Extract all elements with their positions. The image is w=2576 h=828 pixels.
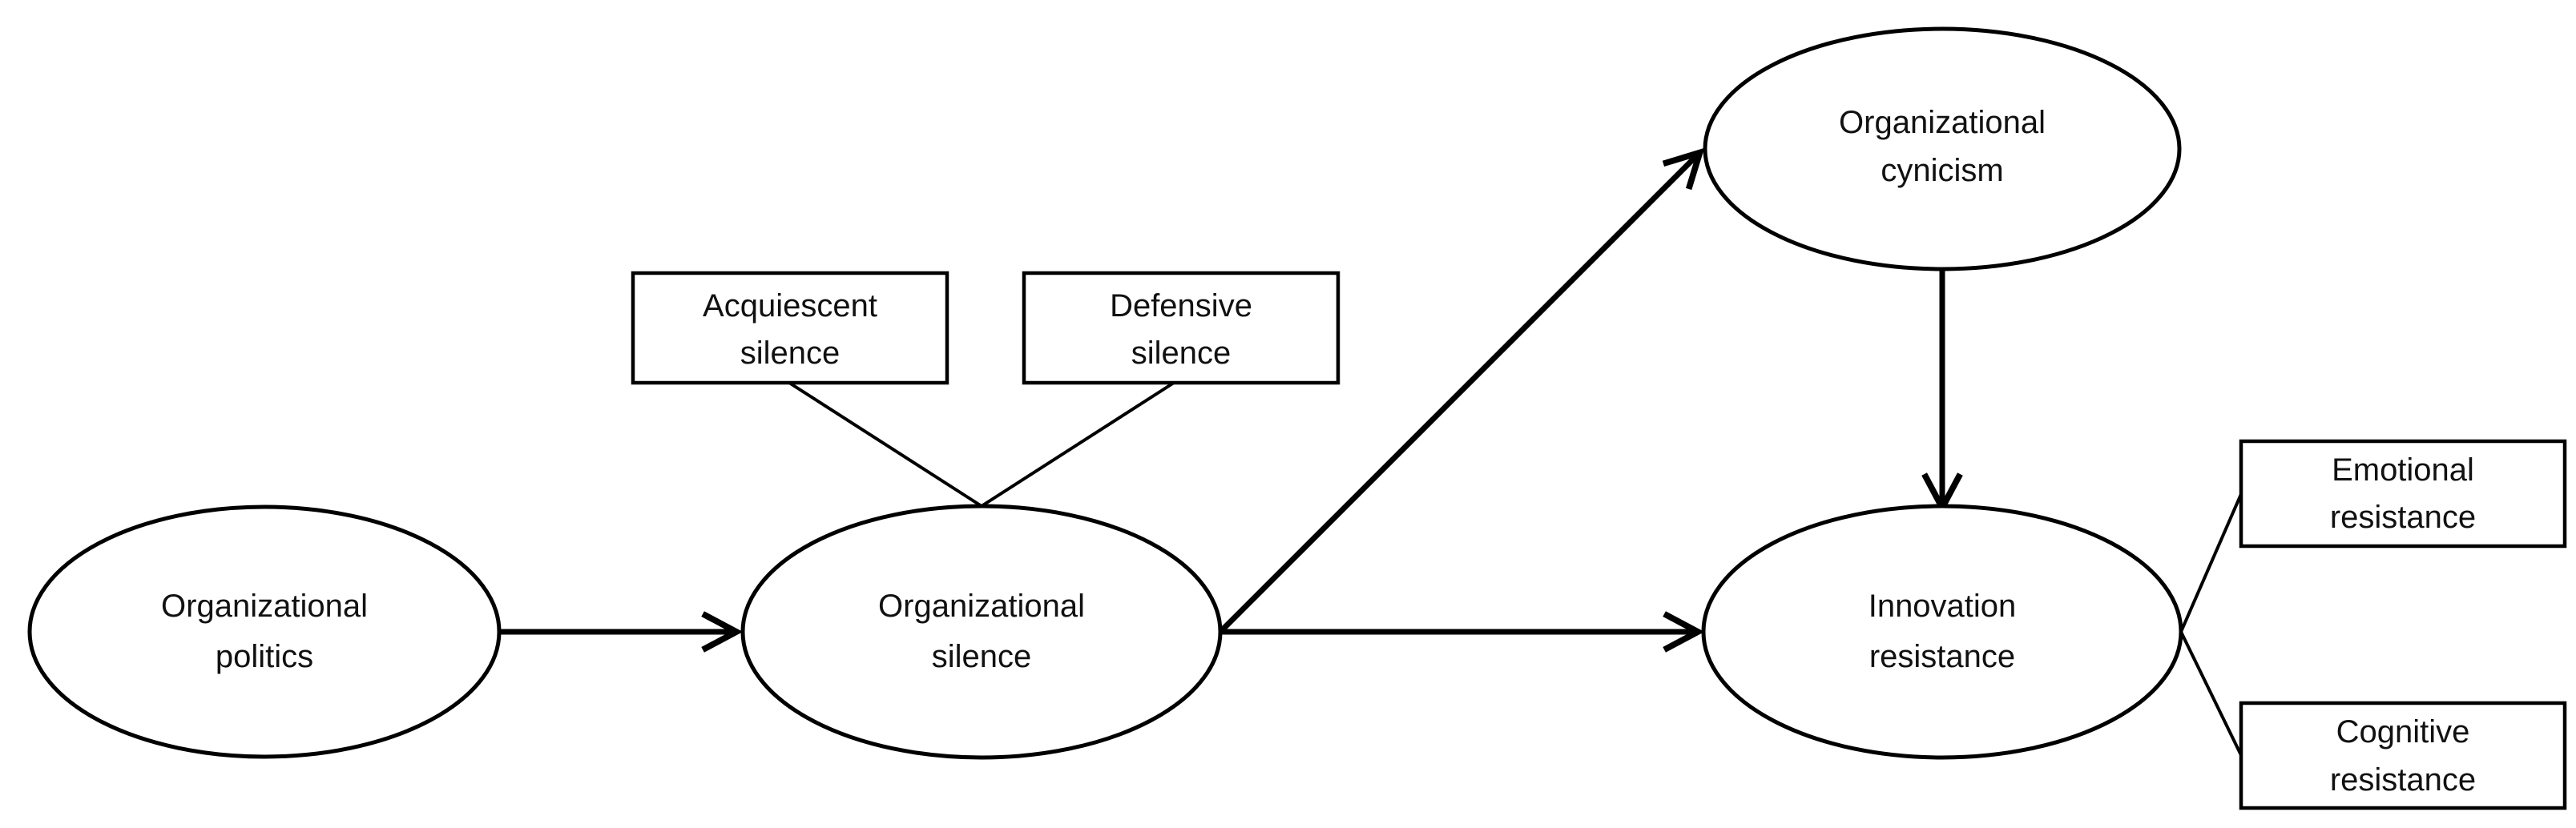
- indicator-cognitive-resistance: Cognitive resistance: [2239, 701, 2567, 810]
- indicator-emotional-line1: Emotional: [2332, 452, 2474, 488]
- node-silence-line2: silence: [932, 639, 1032, 674]
- node-cynicism-line1: Organizational: [1839, 105, 2046, 140]
- indicator-acquiescent-line2: silence: [740, 336, 841, 371]
- node-silence-line1: Organizational: [878, 589, 1085, 624]
- connector-innovation-to-emotional: [2179, 493, 2243, 633]
- indicator-acquiescent-line1: Acquiescent: [703, 288, 877, 324]
- indicator-cognitive-line1: Cognitive: [2336, 714, 2470, 750]
- indicator-emotional-resistance: Emotional resistance: [2239, 439, 2567, 549]
- node-organizational-silence: Organizational silence: [740, 504, 1223, 760]
- arrow-silence-to-cynicism: [1218, 147, 1705, 634]
- node-politics-line2: politics: [216, 639, 313, 674]
- connector-acquiescent-to-silence: [788, 381, 983, 508]
- indicator-acquiescent-silence: Acquiescent silence: [631, 271, 949, 385]
- indicator-cognitive-line2: resistance: [2330, 762, 2476, 798]
- indicator-emotional-line2: resistance: [2330, 500, 2476, 535]
- node-innovation-line2: resistance: [1869, 639, 2015, 674]
- node-innovation-resistance: Innovation resistance: [1701, 504, 2183, 760]
- node-organizational-cynicism: Organizational cynicism: [1703, 26, 2182, 271]
- node-innovation-line1: Innovation: [1869, 589, 2017, 624]
- indicator-defensive-line2: silence: [1131, 336, 1232, 371]
- node-organizational-politics: Organizational politics: [27, 504, 502, 759]
- connector-innovation-to-cognitive: [2179, 631, 2243, 756]
- node-cynicism-line2: cynicism: [1881, 153, 2003, 188]
- node-politics-line1: Organizational: [161, 589, 368, 624]
- indicator-defensive-line1: Defensive: [1110, 288, 1252, 324]
- connector-defensive-to-silence: [980, 381, 1175, 508]
- indicator-defensive-silence: Defensive silence: [1022, 271, 1340, 385]
